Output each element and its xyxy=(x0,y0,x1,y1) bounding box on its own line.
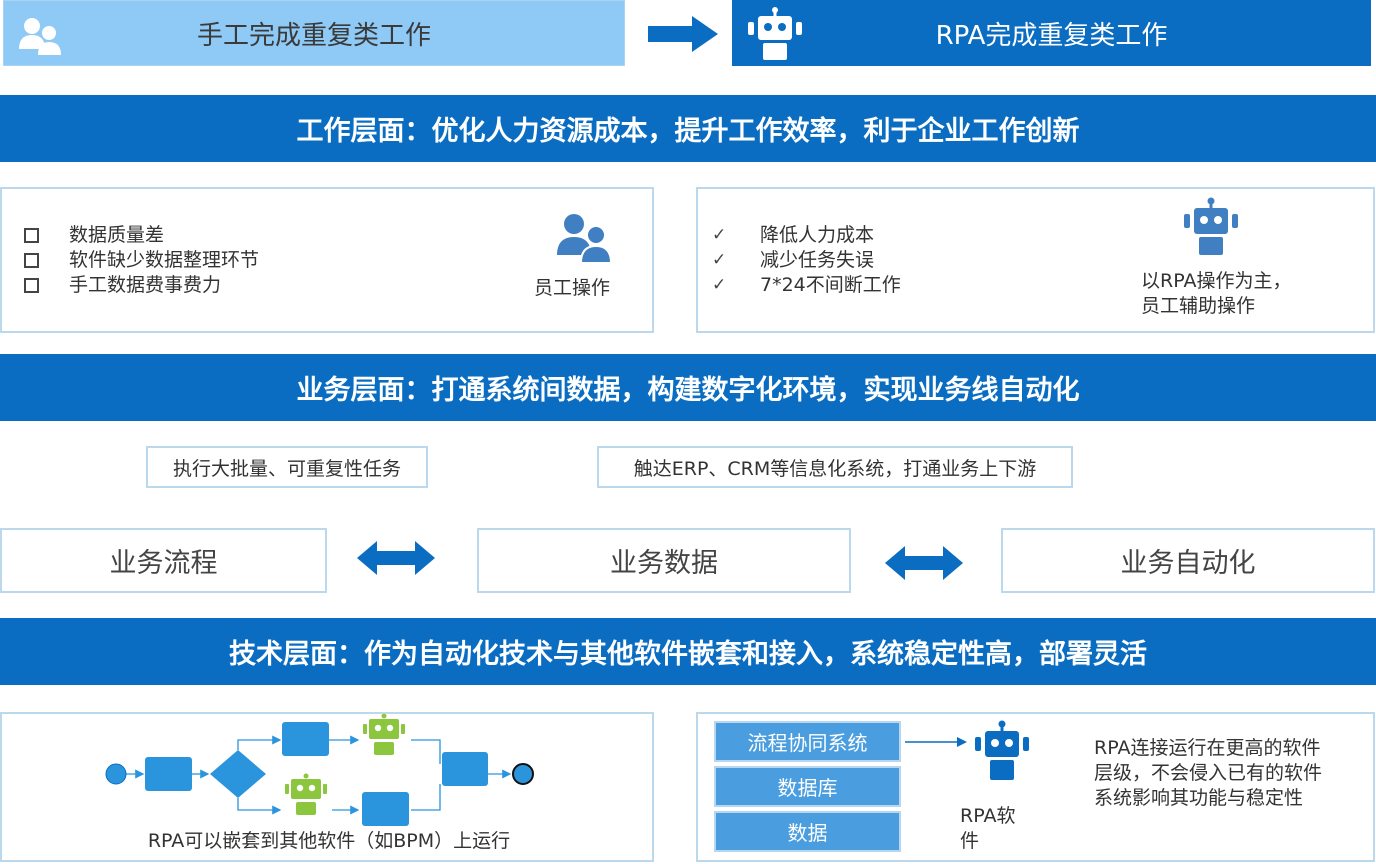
employee-operation-caption: 员工操作 xyxy=(534,277,611,299)
robot-icon xyxy=(748,7,802,60)
manual-work-panel: 数据质量差 软件缺少数据整理环节 手工数据费事费力 员工操作 xyxy=(0,187,654,333)
batch-task-tag: 执行大批量、可重复性任务 xyxy=(146,446,428,488)
list-item: ✓降低人力成本 xyxy=(712,224,875,246)
rpa-software-caption: RPA软 件 xyxy=(960,805,1016,852)
manual-work-label: 手工完成重复类工作 xyxy=(196,20,431,51)
list-item: ✓减少任务失误 xyxy=(712,249,875,271)
people-icon xyxy=(19,18,61,55)
business-level-banner: 业务层面：打通系统间数据，构建数字化环境，实现业务线自动化 xyxy=(0,354,1376,421)
software-layer-panel: 流程协同系统 数据库 数据 RPA软 件 RPA连接运行在更高的软件层级，不会侵… xyxy=(696,712,1375,862)
rpa-work-label: RPA完成重复类工作 xyxy=(935,20,1168,51)
list-item: ✓7*24不间断工作 xyxy=(712,274,901,296)
right-arrow-icon xyxy=(648,16,718,52)
problem-list: 数据质量差 软件缺少数据整理环节 手工数据费事费力 xyxy=(20,223,259,298)
bpm-embed-panel: RPA可以嵌套到其他软件（如BPM）上运行 xyxy=(0,712,654,862)
flow-gateway xyxy=(210,750,266,798)
work-level-banner: 工作层面：优化人力资源成本，提升工作效率，利于企业工作创新 xyxy=(0,95,1376,162)
rpa-work-panel: ✓降低人力成本 ✓减少任务失误 ✓7*24不间断工作 以RPA操作为主， 员工辅… xyxy=(696,187,1375,333)
workflow-system-layer: 流程协同系统 xyxy=(714,721,901,762)
rpa-layer-description: RPA连接运行在更高的软件层级，不会侵入已有的软件系统影响其功能与稳定性 xyxy=(1094,737,1323,809)
robot-icon xyxy=(975,720,1029,780)
bpm-embed-caption: RPA可以嵌套到其他软件（如BPM）上运行 xyxy=(147,830,511,852)
connect-arrow-icon xyxy=(905,737,967,747)
erp-crm-tag: 触达ERP、CRM等信息化系统，打通业务上下游 xyxy=(597,446,1073,488)
list-item: 数据质量差 xyxy=(20,223,259,248)
benefit-list: ✓降低人力成本 ✓减少任务失误 ✓7*24不间断工作 xyxy=(712,223,901,298)
checkmark-icon: ✓ xyxy=(712,225,727,245)
business-automation-box: 业务自动化 xyxy=(1001,528,1375,593)
manual-work-box: 手工完成重复类工作 xyxy=(3,0,625,66)
bpm-flow-diagram xyxy=(105,714,534,826)
robot-icon xyxy=(285,773,327,815)
data-layer: 数据 xyxy=(714,811,901,852)
checkmark-icon: ✓ xyxy=(712,275,727,295)
checkbox-icon xyxy=(24,253,39,268)
flow-task xyxy=(442,752,488,786)
checkbox-icon xyxy=(24,278,39,293)
robot-icon xyxy=(363,714,405,755)
list-item: 手工数据费事费力 xyxy=(20,273,259,298)
rpa-operation-caption: 以RPA操作为主， 员工辅助操作 xyxy=(1141,270,1292,317)
start-event xyxy=(105,763,127,785)
double-arrow-icon xyxy=(885,546,963,580)
checkbox-icon xyxy=(24,228,39,243)
double-arrow-icon xyxy=(357,541,435,575)
business-process-box: 业务流程 xyxy=(0,528,327,593)
checkmark-icon: ✓ xyxy=(712,250,727,270)
flow-task xyxy=(362,792,409,826)
list-item: 软件缺少数据整理环节 xyxy=(20,248,259,273)
database-layer: 数据库 xyxy=(714,766,901,807)
business-data-box: 业务数据 xyxy=(477,528,851,593)
robot-icon xyxy=(1184,197,1238,255)
rpa-work-box: RPA完成重复类工作 xyxy=(732,0,1371,66)
flow-task xyxy=(145,757,192,791)
flow-task xyxy=(282,722,329,756)
people-icon xyxy=(557,214,613,263)
end-event xyxy=(512,763,534,785)
tech-level-banner: 技术层面：作为自动化技术与其他软件嵌套和接入，系统稳定性高，部署灵活 xyxy=(0,618,1376,685)
